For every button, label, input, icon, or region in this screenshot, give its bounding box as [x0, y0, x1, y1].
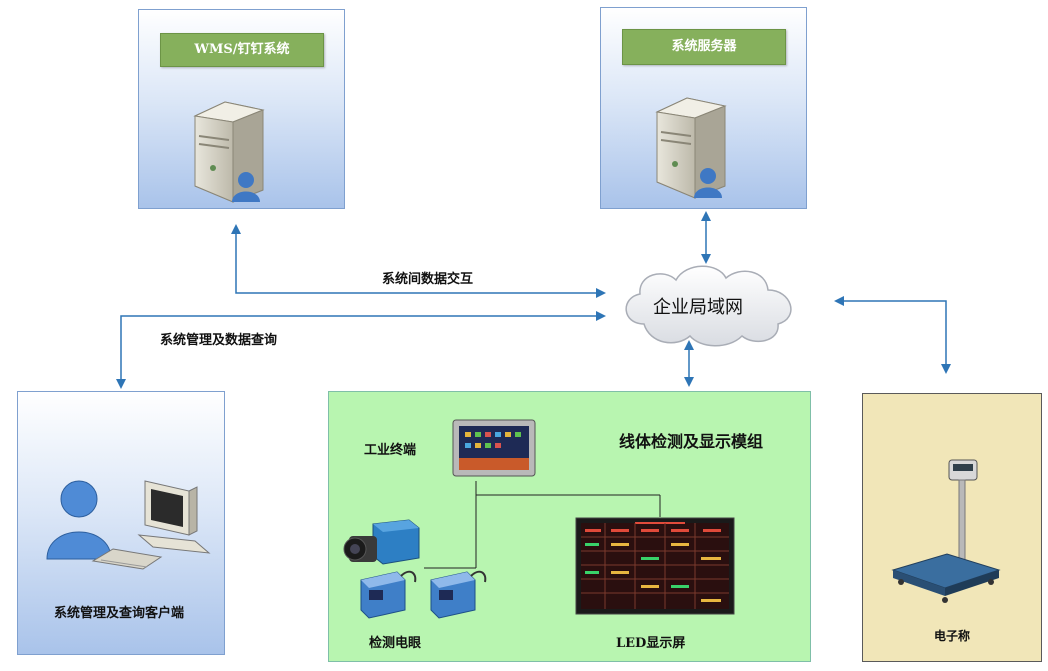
wms-system-box: WMS/钉钉系统 [138, 9, 345, 209]
connector-cloud-scale [834, 296, 951, 374]
photoelectric-sensor-icon [430, 570, 487, 619]
electronic-scale-label: 电子称 [934, 629, 971, 643]
photoelectric-sensor-icon [360, 570, 417, 619]
industrial-terminal-icon [452, 419, 536, 477]
electronic-scale-box: 电子称 [862, 393, 1042, 662]
cloud-label: 企业局域网 [653, 297, 743, 318]
led-display-icon [575, 517, 735, 615]
connector-client-cloud [116, 311, 606, 389]
electronic-scale-icon [891, 459, 1001, 603]
server-user-icon [655, 97, 727, 199]
system-server-box: 系统服务器 [600, 7, 807, 209]
line-module-box: 线体检测及显示模组 工业终端 检测电眼 [328, 391, 811, 662]
client-user-computer-icon [46, 480, 211, 570]
terminal-label: 工业终端 [364, 443, 417, 458]
client-box: 系统管理及查询客户端 [17, 391, 225, 655]
server-user-icon [193, 101, 265, 203]
sensor-label: 检测电眼 [369, 636, 422, 651]
client-label: 系统管理及查询客户端 [54, 606, 185, 621]
data-exchange-label: 系统间数据交互 [382, 272, 474, 287]
camera-icon [343, 519, 420, 565]
system-server-label: 系统服务器 [622, 29, 786, 65]
management-query-label: 系统管理及数据查询 [160, 333, 278, 348]
wms-system-label: WMS/钉钉系统 [160, 33, 324, 67]
cloud-icon [625, 265, 792, 347]
line-module-title: 线体检测及显示模组 [619, 432, 764, 451]
led-display-label: LED显示屏 [616, 636, 686, 651]
